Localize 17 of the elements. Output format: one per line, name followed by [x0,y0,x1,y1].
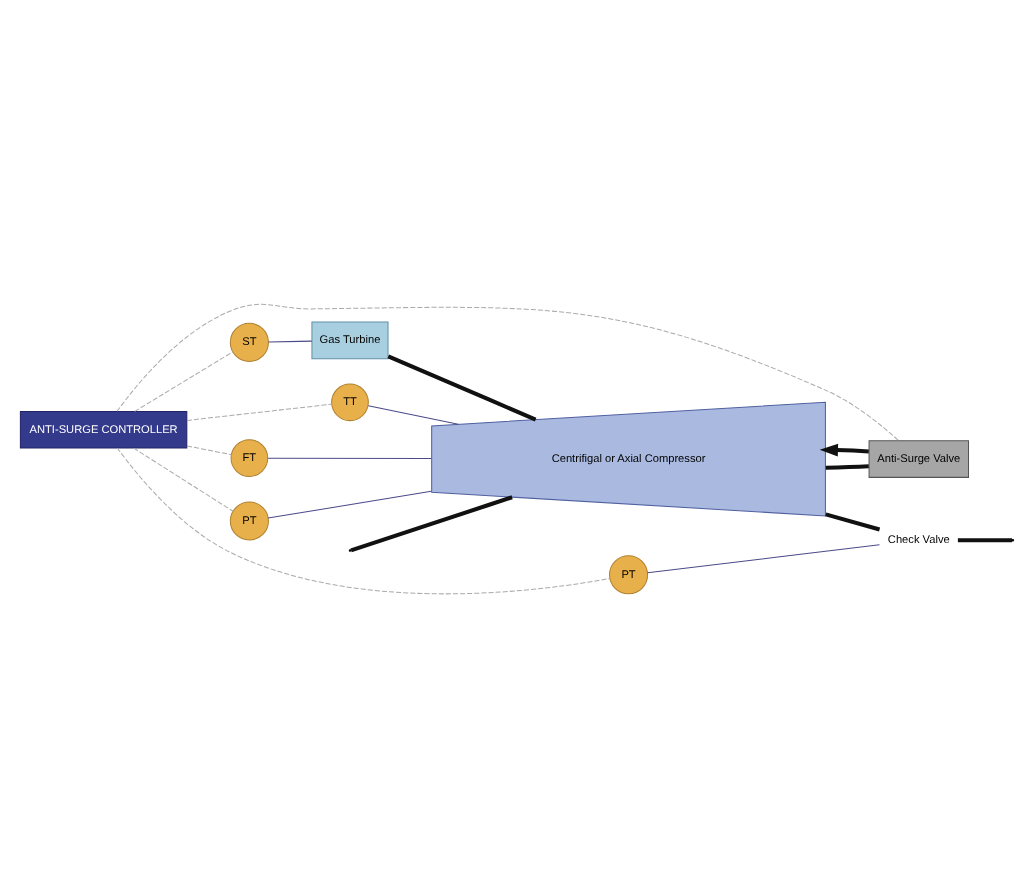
connector [186,444,232,455]
connector [367,404,459,424]
connector [957,537,1013,542]
connector [186,402,332,420]
connector [267,489,432,518]
connector [350,494,513,552]
arrow [819,442,869,456]
connector [133,446,234,511]
connector [825,511,881,531]
connector [825,463,869,469]
connector [267,456,432,459]
connector [116,302,900,441]
connector [647,543,880,573]
connector [116,446,611,594]
connector [134,350,234,411]
connector [267,339,313,342]
connector [387,353,537,421]
